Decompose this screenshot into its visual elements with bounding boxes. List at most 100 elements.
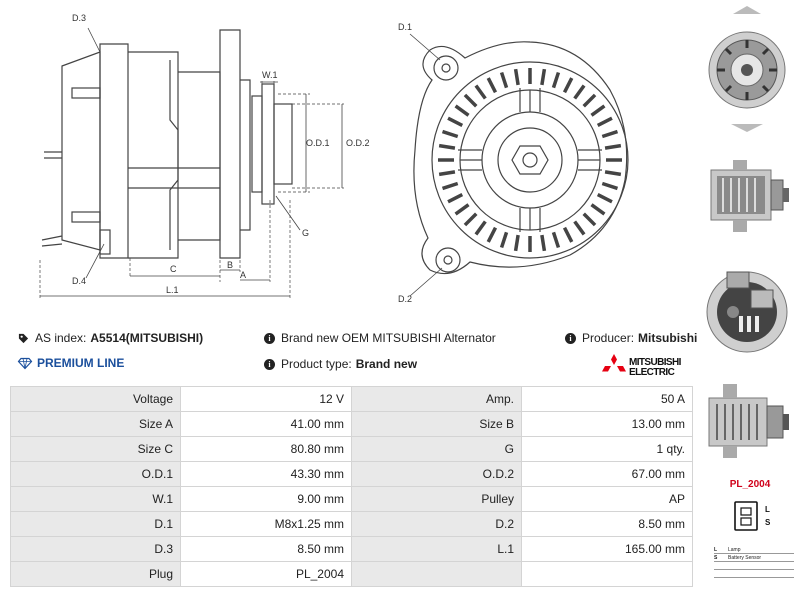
vent-slot [463, 212, 478, 227]
vent-slot [474, 84, 487, 100]
vent-slot [499, 231, 509, 249]
vent-slot [604, 143, 622, 150]
spec-value: 8.50 mm [180, 536, 352, 562]
spec-label: Size C [10, 436, 181, 462]
spec-label: G [351, 436, 522, 462]
legend-desc: Battery Sensor [728, 554, 762, 561]
vent-slot [454, 104, 470, 117]
label-w1: W.1 [262, 70, 278, 80]
as-index-label: AS index: [35, 331, 87, 345]
alternator-side-view-drawing: D.3 D.4 W.1 O.D.1 O.D.2 G C B A L.1 [39, 13, 370, 300]
legend-key: S [714, 554, 718, 561]
vent-slot [441, 129, 459, 139]
plug-code-label: PL_2004 [729, 479, 771, 490]
product-type-value: Brand new [355, 357, 418, 371]
spec-value: PL_2004 [180, 561, 352, 587]
vent-slot [551, 71, 561, 89]
label-d2: D.2 [398, 294, 412, 304]
spec-label: O.D.1 [10, 461, 181, 487]
as-index-value: A5514(MITSUBISHI) [90, 331, 204, 345]
producer-value: Mitsubishi [638, 331, 698, 345]
spec-value: 13.00 mm [521, 411, 693, 437]
vent-slot [438, 170, 456, 177]
vent-slot [596, 192, 613, 204]
plug-pin-l: L [765, 505, 770, 514]
product-photo-front-thumbnail[interactable] [703, 4, 791, 134]
info-icon: i [264, 332, 275, 344]
diamond-icon [17, 357, 33, 369]
legend-key: L [714, 546, 718, 553]
description-text: Brand new OEM MITSUBISHI Alternator [281, 331, 496, 345]
spec-value: 12 V [180, 386, 352, 412]
spec-label: Size A [10, 411, 181, 437]
vent-slot [551, 231, 561, 249]
product-photo-side-thumbnail[interactable] [703, 142, 791, 246]
spec-value: 67.00 mm [521, 461, 693, 487]
spec-label: O.D.2 [351, 461, 522, 487]
legend-desc: Lamp [728, 546, 741, 553]
description-row: i Brand new OEM MITSUBISHI Alternator [264, 331, 496, 345]
spec-label: L.1 [351, 536, 522, 562]
spec-value: 50 A [521, 386, 693, 412]
mitsubishi-electric-logo: MITSUBISHI ELECTRIC [602, 354, 682, 378]
spec-label: Pulley [351, 486, 522, 512]
vent-slot [573, 220, 586, 236]
product-photo-angle-thumbnail[interactable] [703, 374, 791, 468]
product-photo-rear-thumbnail[interactable] [703, 254, 791, 366]
vent-slot [540, 68, 547, 86]
tag-icon [18, 333, 29, 343]
product-type-row: i Product type: Brand new [264, 357, 417, 371]
vent-slot [513, 68, 520, 86]
spec-label [351, 561, 522, 587]
plug-pin-s: S [765, 518, 771, 527]
spec-value: 8.50 mm [521, 511, 693, 537]
vent-slot [540, 234, 547, 252]
label-od2: O.D.2 [346, 138, 370, 148]
spec-label: Size B [351, 411, 522, 437]
spec-value: M8x1.25 mm [180, 511, 352, 537]
vent-slot [562, 77, 574, 94]
spec-value: 80.80 mm [180, 436, 352, 462]
plug-connector-diagram: L S [734, 501, 771, 531]
vent-slot [590, 203, 606, 216]
as-index-row: AS index: A5514(MITSUBISHI) [18, 331, 203, 345]
vent-slot [447, 116, 464, 128]
product-type-label: Product type: [281, 357, 352, 371]
spec-value: 165.00 mm [521, 536, 693, 562]
label-od1: O.D.1 [306, 138, 330, 148]
spec-label: Plug [10, 561, 181, 587]
vent-slot [582, 212, 597, 227]
vent-slot [573, 84, 586, 100]
label-b: B [227, 260, 233, 270]
info-icon: i [565, 332, 576, 344]
legend-row: L Lamp [714, 546, 794, 554]
spec-label: D.1 [10, 511, 181, 537]
premium-line-badge: PREMIUM LINE [17, 356, 124, 370]
vent-slot [601, 129, 619, 139]
spec-label: D.3 [10, 536, 181, 562]
spec-value: 43.30 mm [180, 461, 352, 487]
vent-slot [438, 143, 456, 150]
vent-slot [441, 181, 459, 191]
vent-slot [463, 93, 478, 108]
label-g: G [302, 228, 309, 238]
label-c: C [170, 264, 177, 274]
spec-label: Amp. [351, 386, 522, 412]
vent-slot [601, 181, 619, 191]
logo-line2: ELECTRIC [629, 367, 675, 378]
producer-label: Producer: [582, 331, 635, 345]
vent-slot [454, 203, 470, 216]
vent-slot [604, 170, 622, 177]
vent-slot [513, 234, 520, 252]
spec-value [521, 561, 693, 587]
legend-row: S Battery Sensor [714, 554, 794, 562]
spec-label: W.1 [10, 486, 181, 512]
spec-value: 9.00 mm [180, 486, 352, 512]
vent-slot [474, 220, 487, 236]
